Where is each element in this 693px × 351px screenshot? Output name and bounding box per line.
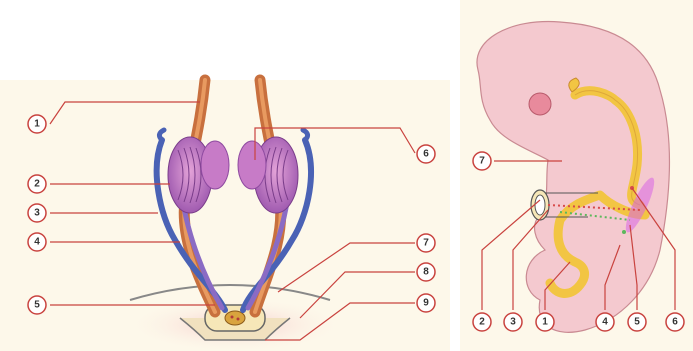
svg-text:5: 5 <box>634 317 640 328</box>
svg-text:6: 6 <box>672 317 678 328</box>
callout-6: 6 <box>417 145 435 163</box>
svg-text:1: 1 <box>34 119 40 130</box>
sinus-tubercle <box>225 311 245 325</box>
right-callout-6: 6 <box>666 313 684 331</box>
svg-text:4: 4 <box>602 317 608 328</box>
svg-text:5: 5 <box>34 300 40 311</box>
svg-text:2: 2 <box>34 179 40 190</box>
callout-7: 7 <box>417 234 435 252</box>
right-callout-5: 5 <box>628 313 646 331</box>
left-panel: 1 2 3 4 5 6 7 8 <box>0 80 450 351</box>
svg-text:9: 9 <box>423 298 429 309</box>
right-callout-7: 7 <box>473 152 491 170</box>
embryo-eye <box>529 93 551 115</box>
right-callout-4: 4 <box>596 313 614 331</box>
svg-text:3: 3 <box>510 317 516 328</box>
right-gonad <box>238 141 266 189</box>
right-panel: 7 2 3 1 4 5 6 <box>460 0 693 351</box>
svg-text:8: 8 <box>423 267 429 278</box>
right-callout-1: 1 <box>536 313 554 331</box>
callout-8: 8 <box>417 263 435 281</box>
right-callout-3: 3 <box>504 313 522 331</box>
callout-3: 3 <box>28 204 46 222</box>
svg-text:6: 6 <box>423 149 429 160</box>
callout-2: 2 <box>28 175 46 193</box>
left-gonad <box>201 141 229 189</box>
svg-text:1: 1 <box>542 317 548 328</box>
svg-text:3: 3 <box>34 208 40 219</box>
callout-4: 4 <box>28 233 46 251</box>
svg-text:7: 7 <box>479 156 485 167</box>
callout-1: 1 <box>28 115 46 133</box>
svg-text:4: 4 <box>34 237 40 248</box>
callout-9: 9 <box>417 294 435 312</box>
svg-text:2: 2 <box>479 317 485 328</box>
svg-text:7: 7 <box>423 238 429 249</box>
callout-5: 5 <box>28 296 46 314</box>
right-callout-2: 2 <box>473 313 491 331</box>
